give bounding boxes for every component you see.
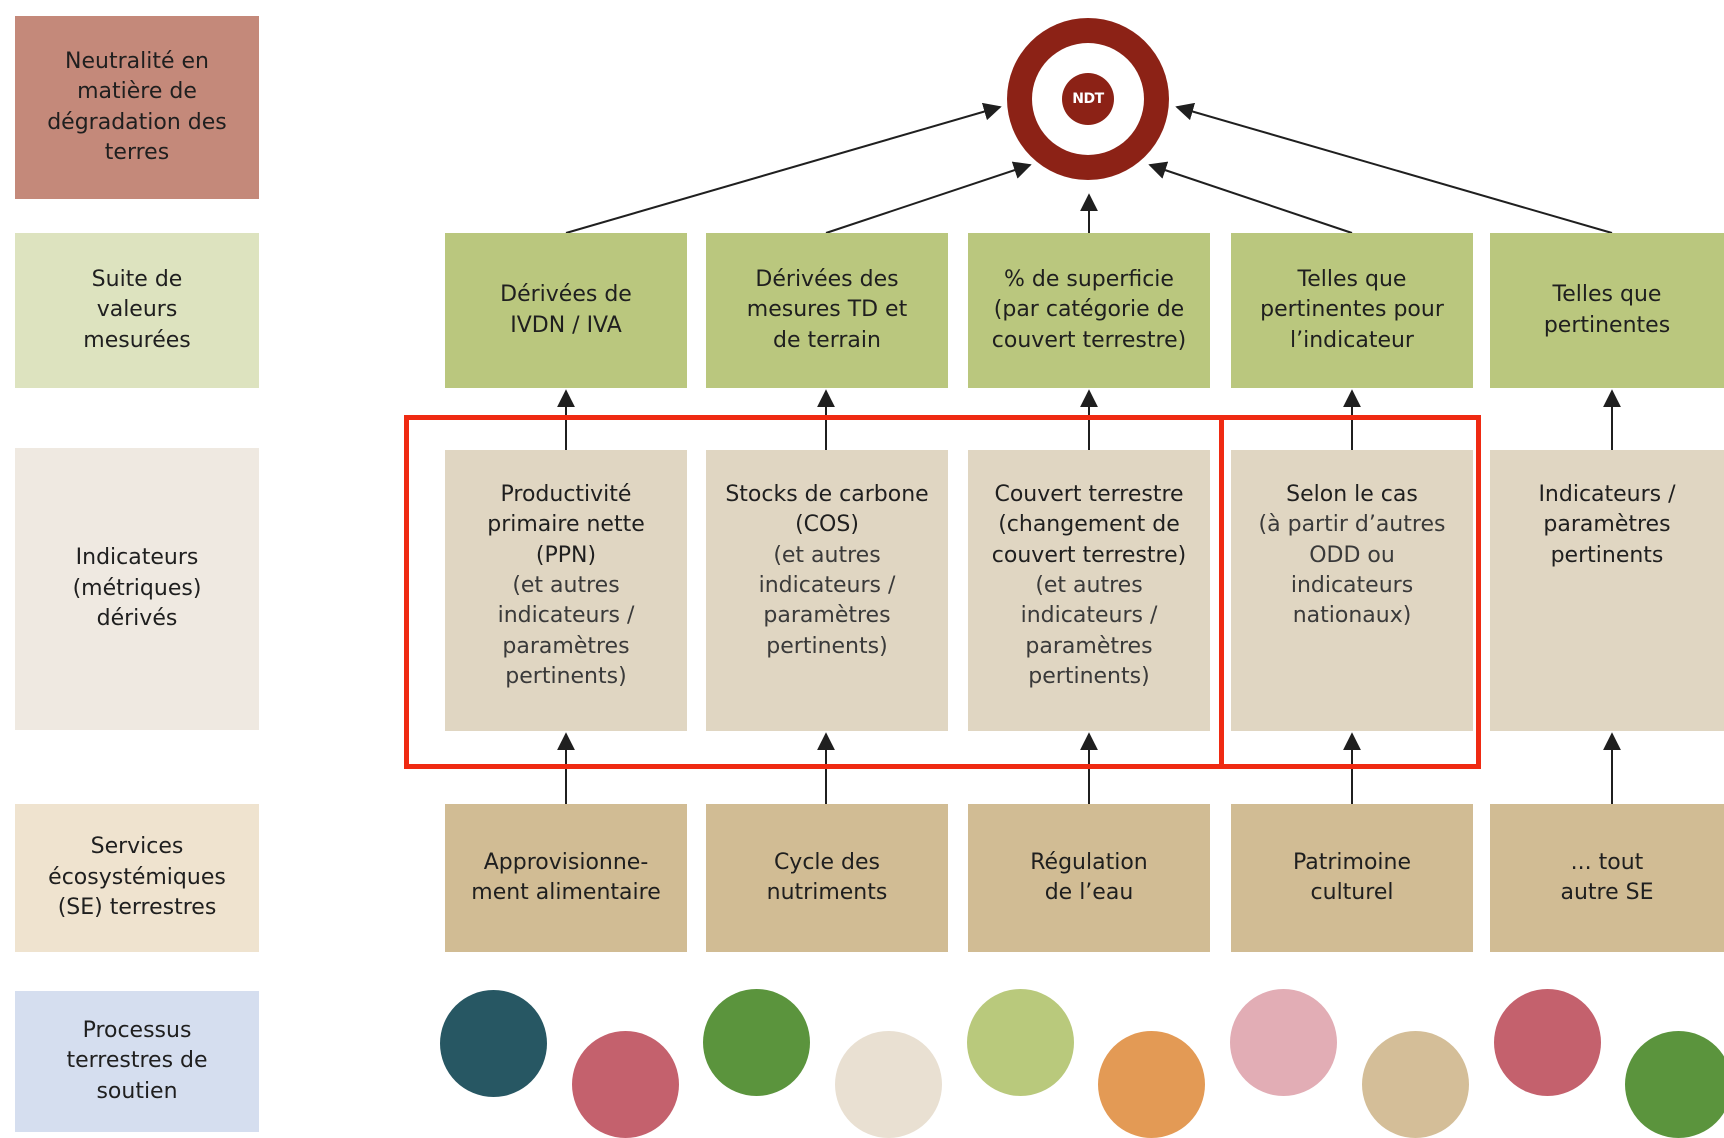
- value-box-remote-sensing: Dérivées des mesures TD et de terrain: [706, 233, 948, 388]
- ndt-target-label: NDT: [1072, 91, 1104, 107]
- service-box-text: Régulation de l’eau: [1030, 849, 1148, 905]
- row-label-values-text: Suite de valeurs mesurées: [83, 266, 191, 353]
- row-label-values: Suite de valeurs mesurées: [15, 233, 259, 388]
- row-label-services-text: Services écosystémiques (SE) terrestres: [48, 834, 226, 921]
- arrow-values-5-to-ndt: [1175, 102, 1613, 234]
- service-box-water-regulation: Régulation de l’eau: [968, 804, 1210, 952]
- value-box-text: Telles que pertinentes pour l’indicateur: [1260, 266, 1444, 353]
- row-label-processes: Processus terrestres de soutien: [15, 991, 259, 1132]
- indicator-main-text: Productivité primaire nette (PPN): [487, 482, 645, 568]
- process-circle: [1494, 989, 1601, 1096]
- service-box-text: Patrimoine culturel: [1292, 849, 1412, 905]
- row-label-processes-text: Processus terrestres de soutien: [66, 1017, 208, 1104]
- value-box-text: Dérivées des mesures TD et de terrain: [746, 266, 908, 353]
- indicator-sub-text: (et autres indicateurs / paramètres pert…: [497, 573, 635, 690]
- value-box-relevant: Telles que pertinentes: [1490, 233, 1724, 388]
- highlight-frame-other-indicators: [1219, 415, 1481, 769]
- highlight-frame-core-indicators: [404, 415, 1224, 769]
- indicator-box-npp: Productivité primaire nette (PPN) (et au…: [445, 450, 687, 731]
- process-circle: [835, 1031, 942, 1138]
- indicator-sub-text: (et autres indicateurs / paramètres pert…: [758, 542, 896, 659]
- process-circle: [440, 990, 547, 1097]
- indicator-sub-text: (à partir d’autres ODD ou indicateurs na…: [1258, 512, 1446, 629]
- indicator-sub-text: (et autres indicateurs / paramètres pert…: [1020, 573, 1158, 690]
- indicator-main-text: Indicateurs / paramètres pertinents: [1538, 482, 1676, 568]
- indicator-box-case-by-case: Selon le cas (à partir d’autres ODD ou i…: [1231, 450, 1473, 731]
- indicator-main-text: Selon le cas: [1286, 482, 1418, 507]
- process-circle: [703, 989, 810, 1096]
- process-circle: [1098, 1031, 1205, 1138]
- indicator-box-land-cover: Couvert terrestre (changement de couvert…: [968, 450, 1210, 731]
- service-box-other: ... tout autre SE: [1490, 804, 1724, 952]
- value-box-text: Telles que pertinentes: [1543, 282, 1671, 338]
- value-box-text: % de superficie (par catégorie de couver…: [991, 266, 1187, 353]
- process-circle: [1625, 1031, 1724, 1138]
- service-box-text: ... tout autre SE: [1560, 849, 1654, 905]
- indicator-box-carbon-stocks: Stocks de carbone (COS) (et autres indic…: [706, 450, 948, 731]
- service-box-nutrient-cycle: Cycle des nutriments: [706, 804, 948, 952]
- value-box-land-cover-area: % de superficie (par catégorie de couver…: [968, 233, 1210, 388]
- arrow-values-2-to-ndt: [825, 161, 1032, 234]
- arrow-values-4-to-ndt: [1148, 161, 1353, 234]
- service-box-text: Approvisionne- ment alimentaire: [471, 849, 661, 905]
- value-box-text: Dérivées de IVDN / IVA: [500, 282, 632, 338]
- process-circle: [1362, 1031, 1469, 1138]
- process-circle: [1230, 989, 1337, 1096]
- row-label-services: Services écosystémiques (SE) terrestres: [15, 804, 259, 952]
- row-label-ndt: Neutralité en matière de dégradation des…: [15, 16, 259, 199]
- row-label-indicators: Indicateurs (métriques) dérivés: [15, 448, 259, 730]
- row-label-ndt-text: Neutralité en matière de dégradation des…: [47, 48, 227, 165]
- service-box-food-supply: Approvisionne- ment alimentaire: [445, 804, 687, 952]
- value-box-ndvi: Dérivées de IVDN / IVA: [445, 233, 687, 388]
- process-circle: [572, 1031, 679, 1138]
- indicator-main-text: Stocks de carbone (COS): [725, 482, 929, 538]
- service-box-cultural-heritage: Patrimoine culturel: [1231, 804, 1473, 952]
- indicator-box-relevant-parameters: Indicateurs / paramètres pertinents: [1490, 450, 1724, 731]
- arrow-values-1-to-ndt: [565, 102, 1002, 234]
- indicator-main-text: Couvert terrestre (changement de couvert…: [991, 482, 1187, 568]
- value-box-relevant-indicator: Telles que pertinentes pour l’indicateur: [1231, 233, 1473, 388]
- service-box-text: Cycle des nutriments: [766, 849, 888, 905]
- ndt-target-center: NDT: [1062, 73, 1114, 125]
- process-circle: [967, 989, 1074, 1096]
- row-label-indicators-text: Indicateurs (métriques) dérivés: [72, 545, 202, 632]
